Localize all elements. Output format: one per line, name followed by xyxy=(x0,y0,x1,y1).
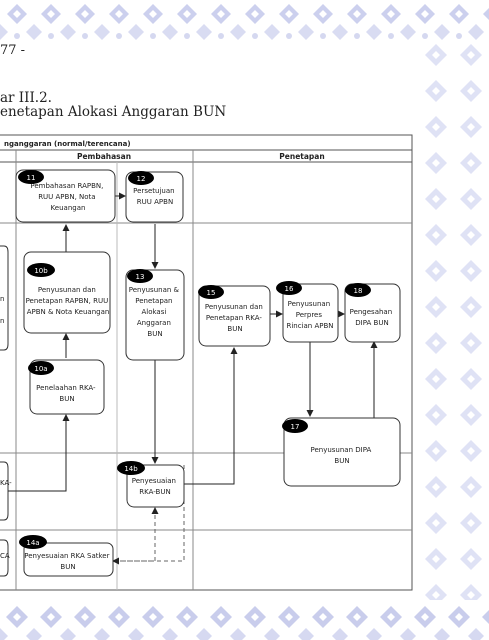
process-box-13 xyxy=(125,269,185,361)
process-text-13: Penyusunan & Penetapan Alokasi Anggaran … xyxy=(129,286,181,338)
process-text-17: Penyusunan DIPA BUN xyxy=(310,446,373,465)
badge-17: 17 xyxy=(282,419,308,433)
left-fragment-4: CA xyxy=(0,552,10,560)
process-box-11 xyxy=(15,169,116,223)
svg-text:16: 16 xyxy=(285,285,294,293)
badge-10b: 10b xyxy=(27,263,55,277)
badge-13: 13 xyxy=(127,269,153,283)
svg-text:18: 18 xyxy=(354,287,363,295)
badge-15: 15 xyxy=(198,285,224,299)
badge-12: 12 xyxy=(128,171,154,185)
process-text-10b: Penyusunan dan Penetapan RAPBN, RUU APBN… xyxy=(26,286,111,316)
figure-caption-line1: ar III.2. xyxy=(0,90,52,106)
page-number: 77 - xyxy=(0,43,26,58)
process-box-18 xyxy=(344,283,401,343)
batik-pattern-top xyxy=(0,0,489,46)
badge-14a: 14a xyxy=(19,535,47,549)
left-partial-box-1 xyxy=(0,245,9,351)
process-box-14a xyxy=(23,542,114,577)
arrow-left-to-10a xyxy=(8,414,70,492)
svg-text:17: 17 xyxy=(291,423,300,431)
batik-pattern-bottom xyxy=(0,600,489,640)
arrow-14b-to-15 xyxy=(184,347,238,485)
left-partial-box-2 xyxy=(0,461,9,521)
process-text-12: Persetujuan RUU APBN xyxy=(133,187,177,206)
process-box-17 xyxy=(283,417,401,487)
badge-10a: 10a xyxy=(28,361,54,375)
badge-18: 18 xyxy=(345,283,371,297)
arrow-14a-to-14b xyxy=(113,507,159,562)
badge-14b: 14b xyxy=(117,461,145,475)
svg-text:13: 13 xyxy=(136,273,145,281)
process-text-11: Pembahasan RAPBN, RUU APBN, Nota Keuanga… xyxy=(30,182,105,212)
svg-text:10b: 10b xyxy=(34,267,48,275)
left-fragment-2: n xyxy=(0,317,4,325)
process-text-15: Penyusunan dan Penetapan RKA- BUN xyxy=(205,303,265,333)
badge-16: 16 xyxy=(276,281,302,295)
svg-text:10a: 10a xyxy=(34,365,47,373)
arrow-14b-to-14a xyxy=(112,514,185,565)
svg-text:14a: 14a xyxy=(26,539,39,547)
svg-text:11: 11 xyxy=(27,174,36,182)
figure-caption-line2: enetapan Alokasi Anggaran BUN xyxy=(0,104,227,120)
process-box-16 xyxy=(282,283,339,343)
flowchart: nganggaran (normal/terencana) Pembahasan… xyxy=(0,134,413,591)
process-text-14b: Penyesuaian RKA-BUN xyxy=(132,477,178,496)
process-box-15 xyxy=(198,285,271,347)
svg-text:15: 15 xyxy=(207,289,216,297)
left-fragment-3: KA- xyxy=(0,479,12,487)
left-fragment-1: n xyxy=(0,295,4,303)
badge-11: 11 xyxy=(18,170,44,184)
svg-text:14b: 14b xyxy=(124,465,138,473)
left-partial-box-3 xyxy=(0,539,9,577)
batik-pattern-right xyxy=(419,40,489,600)
process-text-10a: Penelaahan RKA- BUN xyxy=(36,384,98,403)
svg-text:12: 12 xyxy=(137,175,146,183)
process-box-14b xyxy=(126,464,185,508)
process-text-18: Pengesahan DIPA BUN xyxy=(350,308,395,327)
process-text-14a: Penyesuaian RKA Satker BUN xyxy=(24,552,111,571)
process-text-16: Penyusunan Perpres Rincian APBN xyxy=(286,300,333,330)
column-header-penetapan: Penetapan xyxy=(279,152,324,161)
column-header-pembahasan: Pembahasan xyxy=(77,152,131,161)
cycle-header: nganggaran (normal/terencana) xyxy=(4,140,131,148)
